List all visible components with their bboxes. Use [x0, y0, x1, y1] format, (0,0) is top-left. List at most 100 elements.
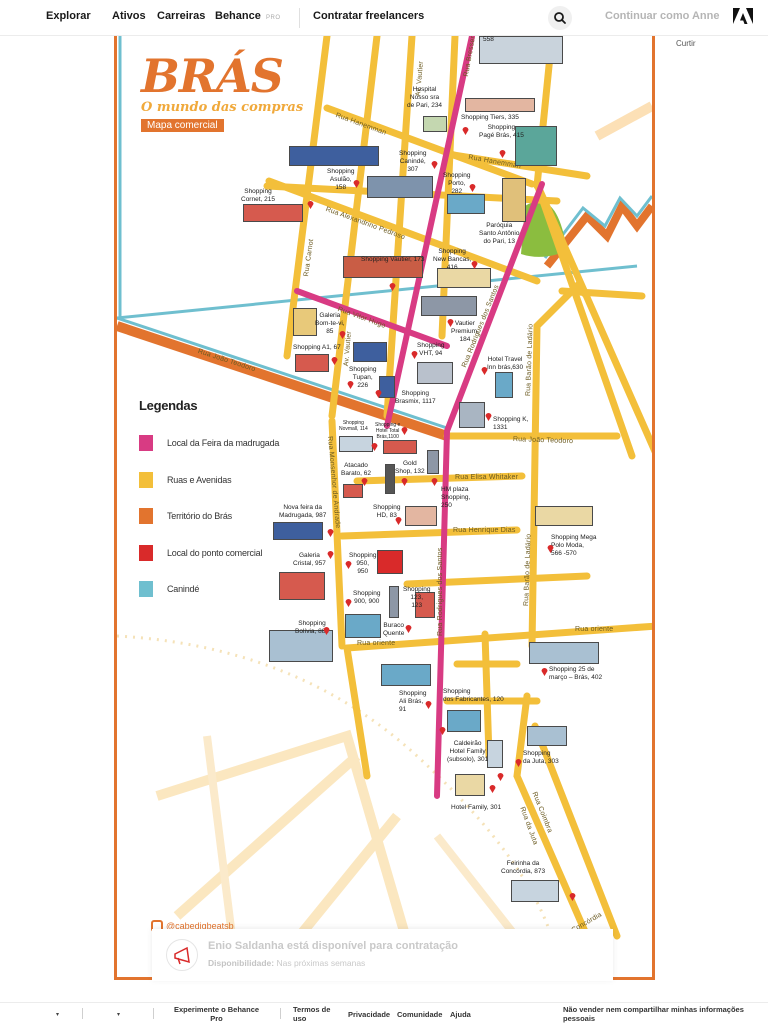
poi-label: Shopping A1, 67	[293, 344, 341, 351]
map-pin-icon	[395, 517, 402, 525]
building-illustration	[243, 204, 303, 222]
poi-label: Shopping VHT, 94	[417, 342, 445, 357]
building-illustration	[343, 484, 363, 498]
poi-label: Hospital Nosso sra de Pari, 234	[407, 86, 443, 109]
nav-divider	[299, 8, 300, 28]
poi-label: Shopping Canindé, 307	[399, 150, 427, 173]
creator-avatar[interactable]	[166, 939, 198, 971]
map-artwork: BRÁS O mundo das compras Mapa comercial …	[114, 36, 655, 980]
poi-label: Shopping New Bancas, 416	[433, 248, 472, 271]
building-illustration	[437, 268, 491, 288]
poi-label: Hotel Travel Inn brás,630	[487, 356, 524, 371]
building-illustration	[495, 372, 513, 398]
poi-label: Shopping 123, 123	[403, 586, 431, 609]
adobe-logo-icon[interactable]	[733, 8, 753, 24]
nav-jobs[interactable]: Carreiras	[157, 10, 206, 22]
street-label: Rua Rodrigues dos Santos	[437, 547, 444, 636]
nav-assets[interactable]: Ativos	[112, 10, 146, 22]
building-illustration	[527, 726, 567, 746]
poi-label: Shopping 900, 900	[353, 590, 381, 605]
map-pin-icon	[401, 427, 408, 435]
poi-label: Shopping dos Fabricantes, 120	[443, 688, 504, 703]
footer-divider	[153, 1008, 154, 1019]
building-illustration	[269, 630, 333, 662]
poi-label: Shopping Pagé Brás, 415	[479, 124, 524, 139]
language-chevron-down-icon[interactable]: ▾	[56, 1012, 60, 1018]
availability-value: Nas próximas semanas	[276, 958, 366, 968]
legend-swatch-caninde	[139, 581, 153, 597]
hire-availability: Disponibilidade: Nas próximas semanas	[208, 958, 365, 968]
building-illustration	[367, 176, 433, 198]
legend-item: Território do Brás	[139, 508, 299, 524]
map-pin-icon	[405, 625, 412, 633]
legend-label: Local da Feira da madrugada	[167, 438, 280, 448]
map-pin-icon	[345, 561, 352, 569]
map-pin-icon	[361, 478, 368, 486]
building-illustration	[535, 506, 593, 526]
building-illustration	[487, 740, 503, 768]
poi-label: Paróquia Santo Antônio do Pari, 13	[479, 222, 520, 245]
footer-divider	[82, 1008, 83, 1019]
map-title-block: BRÁS O mundo das compras Mapa comercial	[141, 50, 303, 133]
like-label[interactable]: Curtir	[676, 39, 696, 48]
map-pin-icon	[425, 701, 432, 709]
poi-label: Shopping Bolívia, 889	[295, 620, 329, 635]
footer-terms[interactable]: Termos de uso	[293, 1005, 331, 1023]
map-pin-icon	[515, 759, 522, 767]
nav-hire-freelancers[interactable]: Contratar freelancers	[313, 10, 425, 22]
building-illustration	[447, 194, 485, 214]
building-illustration	[379, 376, 395, 398]
poi-label: Shopping Ali Brás, 91	[399, 690, 427, 713]
map-pin-icon	[353, 180, 360, 188]
footer-community[interactable]: Comunidade	[397, 1010, 443, 1019]
region-chevron-down-icon[interactable]: ▾	[117, 1012, 121, 1018]
building-illustration	[345, 614, 381, 638]
top-nav: Explorar Ativos Carreiras Behance PRO Co…	[0, 0, 768, 36]
poi-label: Shopping HD, 83	[373, 504, 401, 519]
footer-try-pro[interactable]: Experimente o Behance Pro	[174, 1005, 260, 1023]
poi-label: Shopping Tiers, 335	[461, 114, 519, 121]
building-illustration	[417, 362, 453, 384]
search-icon	[554, 12, 566, 24]
building-illustration	[353, 342, 387, 362]
legend-label: Território do Brás	[167, 511, 232, 521]
poi-label: Shopping e Hotel Total Brás,1100	[375, 422, 401, 440]
legend-item: Local do ponto comercial	[139, 544, 299, 561]
footer-help[interactable]: Ajuda	[450, 1010, 471, 1019]
map-pin-icon	[431, 161, 438, 169]
nav-explore[interactable]: Explorar	[46, 10, 91, 22]
footer-do-not-sell[interactable]: Não vender nem compartilhar minhas infor…	[563, 1005, 744, 1023]
map-pin-icon	[327, 529, 334, 537]
building-illustration	[459, 402, 485, 428]
search-button[interactable]	[548, 6, 572, 30]
map-pin-icon	[327, 551, 334, 559]
nav-behance[interactable]: Behance	[215, 10, 261, 22]
building-illustration	[343, 256, 423, 278]
hire-banner-title[interactable]: Enio Saldanha está disponível para contr…	[208, 940, 459, 952]
poi-label: Galeria Bom-te-vi, 85	[315, 312, 345, 335]
continue-as-guest[interactable]: Continuar como Anne	[605, 10, 720, 22]
instagram-label: @cabedigbeatsb	[166, 921, 234, 931]
megaphone-logo-icon	[174, 946, 190, 965]
legend-label: Canindé	[167, 584, 200, 594]
building-illustration	[465, 98, 535, 112]
map-pin-icon	[307, 201, 314, 209]
building-illustration	[502, 178, 526, 222]
map-streets-graphic	[117, 36, 652, 977]
map-pin-icon	[411, 351, 418, 359]
poi-label: 558	[483, 36, 494, 43]
map-pin-icon	[489, 785, 496, 793]
legend-title: Legendas	[139, 398, 198, 413]
street-label: Rua Henrique Dias	[453, 527, 516, 534]
poi-label: Shopping 950, 950	[349, 552, 377, 575]
building-illustration	[377, 550, 403, 574]
map-pin-icon	[389, 283, 396, 291]
footer-privacy[interactable]: Privacidade	[348, 1010, 391, 1019]
map-pin-icon	[497, 773, 504, 781]
building-illustration	[455, 774, 485, 796]
poi-label: Atacado Barato, 62	[341, 462, 371, 477]
hire-banner[interactable]: Enio Saldanha está disponível para contr…	[152, 929, 613, 981]
building-illustration	[339, 436, 373, 452]
poi-label: Shopping Brasmix, 1117	[395, 390, 436, 405]
map-pin-icon	[481, 367, 488, 375]
